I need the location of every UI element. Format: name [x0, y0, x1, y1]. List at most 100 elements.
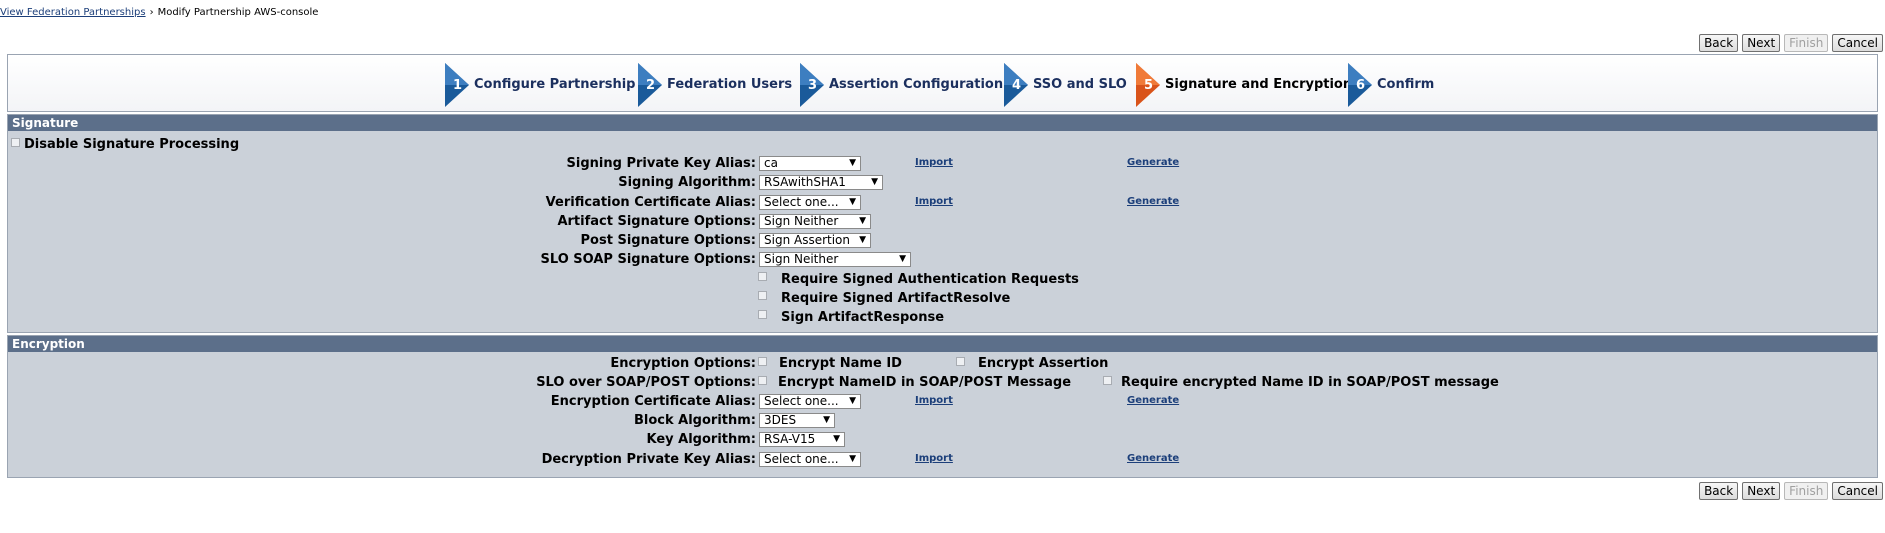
step-number: 1: [452, 77, 463, 93]
dropdown-arrow-icon: ▼: [859, 235, 866, 245]
signing-key-import-link[interactable]: Import: [915, 157, 953, 168]
verification-cert-value: Select one...: [764, 195, 839, 209]
signing-algorithm-select[interactable]: RSAwithSHA1 ▼: [759, 175, 883, 190]
bottom-button-bar: Back Next Finish Cancel: [1699, 482, 1883, 500]
dropdown-arrow-icon: ▼: [849, 454, 856, 464]
slo-options-label: SLO over SOAP/POST Options:: [536, 375, 756, 390]
step-label: Federation Users: [667, 77, 793, 92]
step-number: 4: [1011, 77, 1022, 93]
step-arrow-active-icon: [1136, 63, 1160, 107]
encryption-cert-import-link[interactable]: Import: [915, 395, 953, 406]
breadcrumb-current: Modify Partnership AWS-console: [157, 7, 319, 18]
encrypt-assertion-label: Encrypt Assertion: [978, 356, 1109, 371]
encryption-section: Encryption Encryption Options: Encrypt N…: [7, 335, 1878, 478]
step-arrow-icon: [800, 63, 824, 107]
require-signed-auth-checkbox[interactable]: [758, 272, 767, 281]
block-algorithm-label: Block Algorithm:: [633, 413, 756, 428]
cancel-button[interactable]: Cancel: [1832, 34, 1883, 52]
require-signed-artifact-label: Require Signed ArtifactResolve: [781, 291, 1011, 306]
back-button-bottom[interactable]: Back: [1699, 482, 1739, 500]
step-number: 2: [645, 77, 656, 93]
require-signed-artifact-checkbox[interactable]: [758, 291, 767, 300]
step-label: Signature and Encryption: [1165, 77, 1353, 92]
step-arrow-icon: [1348, 63, 1372, 107]
dropdown-arrow-icon: ▼: [849, 197, 856, 207]
post-signature-value: Sign Assertion: [764, 233, 851, 247]
back-button[interactable]: Back: [1699, 34, 1739, 52]
post-signature-label: Post Signature Options:: [580, 233, 756, 248]
cancel-button-bottom[interactable]: Cancel: [1832, 482, 1883, 500]
encryption-cert-select[interactable]: Select one... ▼: [759, 394, 861, 409]
step-label: SSO and SLO: [1033, 77, 1127, 92]
breadcrumb-link-view-partnerships[interactable]: View Federation Partnerships: [0, 7, 146, 18]
finish-button-bottom: Finish: [1784, 482, 1829, 500]
dropdown-arrow-icon: ▼: [859, 216, 866, 226]
encryption-cert-value: Select one...: [764, 394, 839, 408]
next-button[interactable]: Next: [1742, 34, 1781, 52]
decryption-key-import-link[interactable]: Import: [915, 453, 953, 464]
encryption-cert-label: Encryption Certificate Alias:: [550, 394, 756, 409]
block-algorithm-select[interactable]: 3DES ▼: [759, 413, 835, 428]
encryption-section-title: Encryption: [8, 336, 1877, 352]
signature-section: Signature Disable Signature Processing S…: [7, 114, 1878, 333]
breadcrumb-separator: ›: [149, 7, 154, 18]
verification-cert-generate-link[interactable]: Generate: [1127, 196, 1180, 207]
signing-key-select[interactable]: ca ▼: [759, 156, 861, 171]
breadcrumb: View Federation Partnerships›Modify Part…: [0, 7, 318, 18]
sign-artifact-response-checkbox[interactable]: [758, 310, 767, 319]
post-signature-select[interactable]: Sign Assertion ▼: [759, 233, 871, 248]
slo-encrypt-nameid-label: Encrypt NameID in SOAP/POST Message: [778, 375, 1072, 390]
step-number: 5: [1143, 77, 1154, 93]
artifact-signature-value: Sign Neither: [764, 214, 839, 228]
signing-algorithm-value: RSAwithSHA1: [764, 175, 846, 189]
verification-cert-import-link[interactable]: Import: [915, 196, 953, 207]
dropdown-arrow-icon: ▼: [833, 434, 840, 444]
signing-key-generate-link[interactable]: Generate: [1127, 157, 1180, 168]
dropdown-arrow-icon: ▼: [849, 396, 856, 406]
next-button-bottom[interactable]: Next: [1742, 482, 1781, 500]
finish-button: Finish: [1784, 34, 1829, 52]
signing-key-value: ca: [764, 156, 778, 170]
slo-soap-signature-label: SLO SOAP Signature Options:: [540, 252, 756, 267]
verification-cert-label: Verification Certificate Alias:: [545, 195, 756, 210]
artifact-signature-label: Artifact Signature Options:: [557, 214, 756, 229]
slo-encrypt-nameid-checkbox[interactable]: [758, 376, 767, 385]
key-algorithm-select[interactable]: RSA-V15▼: [759, 432, 845, 447]
decryption-key-value: Select one...: [764, 452, 839, 466]
block-algorithm-value: 3DES: [764, 413, 797, 427]
signing-algorithm-label: Signing Algorithm:: [618, 175, 756, 190]
slo-require-encrypted-checkbox[interactable]: [1103, 376, 1112, 385]
dropdown-arrow-icon: ▼: [849, 158, 856, 168]
decryption-key-generate-link[interactable]: Generate: [1127, 453, 1180, 464]
top-button-bar: Back Next Finish Cancel: [1699, 34, 1883, 52]
slo-soap-signature-select[interactable]: Sign Neither ▼: [759, 252, 911, 267]
encryption-options-label: Encryption Options:: [610, 356, 756, 371]
sign-artifact-response-label: Sign ArtifactResponse: [781, 310, 945, 325]
step-label: Configure Partnership: [474, 77, 636, 92]
dropdown-arrow-icon: ▼: [871, 177, 878, 187]
step-number: 6: [1355, 77, 1366, 93]
encrypt-name-id-label: Encrypt Name ID: [779, 356, 902, 371]
step-label: Confirm: [1377, 77, 1435, 92]
encrypt-name-id-checkbox[interactable]: [758, 357, 767, 366]
encrypt-assertion-checkbox[interactable]: [956, 357, 965, 366]
dropdown-arrow-icon: ▼: [899, 254, 906, 264]
key-algorithm-label: Key Algorithm:: [646, 432, 757, 447]
step-arrow-icon: [445, 63, 469, 107]
signature-section-title: Signature: [8, 115, 1877, 131]
signing-key-label: Signing Private Key Alias:: [566, 156, 756, 171]
verification-cert-select[interactable]: Select one... ▼: [759, 195, 861, 210]
decryption-key-label: Decryption Private Key Alias:: [541, 452, 756, 467]
disable-signature-checkbox[interactable]: [11, 138, 20, 147]
wizard-steps: 1 Configure Partnership 2 Federation Use…: [7, 54, 1878, 112]
artifact-signature-select[interactable]: Sign Neither ▼: [759, 214, 871, 229]
encryption-cert-generate-link[interactable]: Generate: [1127, 395, 1180, 406]
dropdown-arrow-icon: ▼: [823, 415, 830, 425]
require-signed-auth-label: Require Signed Authentication Requests: [781, 272, 1079, 287]
slo-soap-signature-value: Sign Neither: [764, 252, 839, 266]
step-label: Assertion Configuration: [829, 77, 1004, 92]
step-arrow-icon: [638, 63, 662, 107]
decryption-key-select[interactable]: Select one... ▼: [759, 452, 861, 467]
slo-require-encrypted-label: Require encrypted Name ID in SOAP/POST m…: [1121, 375, 1499, 390]
disable-signature-label: Disable Signature Processing: [24, 137, 240, 152]
